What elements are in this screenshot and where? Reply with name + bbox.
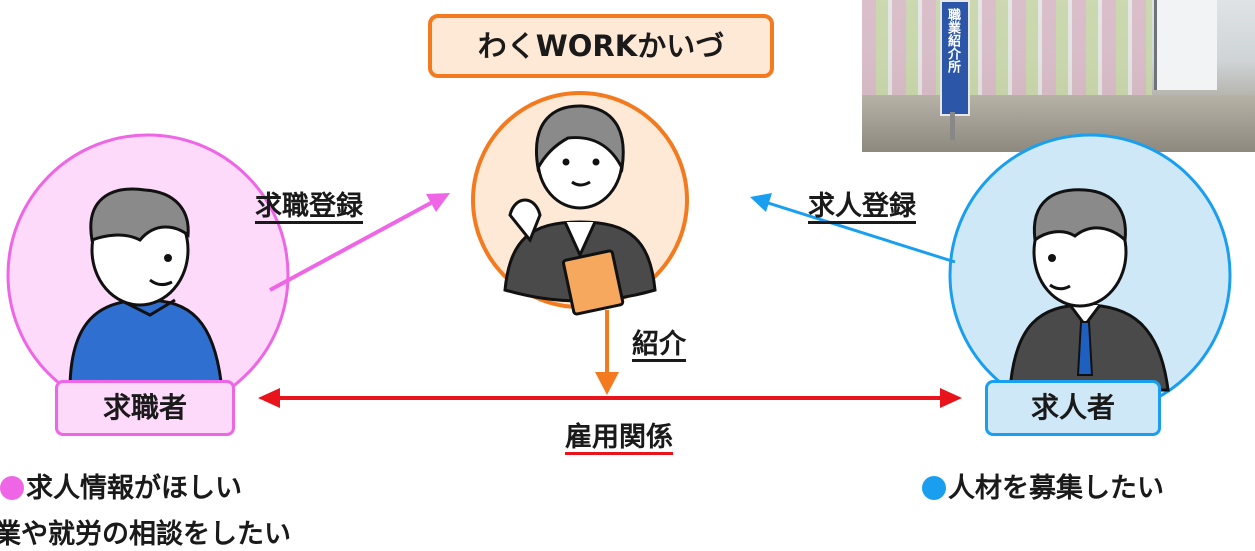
job-seeker-label-box: 求職者: [55, 380, 235, 436]
job-offer-registration-arrow: [750, 193, 956, 264]
photo-sign-text: 職業紹介所: [945, 8, 960, 73]
entrance-door: [1154, 0, 1217, 90]
job-seeker-need-1: 求人情報がほしい: [0, 466, 242, 505]
job-seeker-need-2: 業や就労の相談をしたい: [0, 519, 291, 550]
employment-relationship-arrow: [258, 388, 962, 408]
employer-label: 求人者: [1030, 391, 1115, 424]
office-circle: [471, 91, 689, 316]
job-seeker-registration-label: 求職登録: [255, 191, 363, 222]
employment-relationship-label: 雇用関係: [565, 422, 673, 453]
sign-board: [940, 0, 970, 116]
office-title: わくWORKかいづ: [477, 29, 725, 63]
employer-circle: [948, 133, 1232, 417]
employer-need-1: 人材を募集したい: [922, 466, 1164, 505]
introduction-arrow: [595, 310, 619, 395]
job-seeker-label: 求職者: [102, 391, 187, 424]
job-seeker-circle: [6, 133, 290, 417]
employer-person-icon: [1008, 188, 1170, 392]
employer-label-box: 求人者: [985, 380, 1161, 436]
blue-bullet-icon: [922, 476, 946, 500]
staff-person-icon: [503, 104, 657, 316]
sign-post: [950, 112, 955, 140]
pink-bullet-icon: [0, 476, 24, 500]
job-posting-board: [862, 0, 1152, 95]
job-seeker-person-icon: [68, 187, 224, 392]
office-title-box: わくWORKかいづ: [428, 14, 774, 78]
job-seeker-registration-arrow: [269, 193, 450, 292]
job-offer-registration-label: 求人登録: [808, 191, 916, 222]
introduction-label: 紹介: [632, 329, 686, 360]
